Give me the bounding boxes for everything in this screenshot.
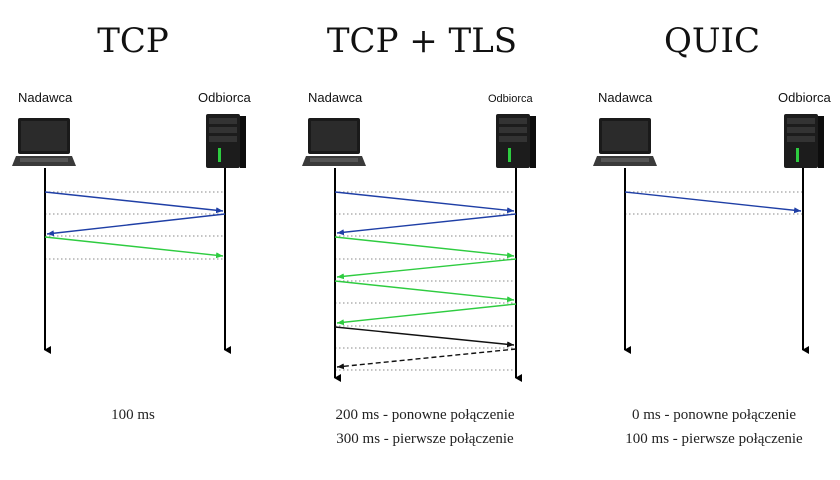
latency-caption: 300 ms - pierwsze połączenie xyxy=(336,431,514,447)
laptop-icon xyxy=(302,118,366,166)
latency-caption: 100 ms xyxy=(111,407,155,423)
server-tower-icon xyxy=(496,114,536,168)
message-arrow xyxy=(46,213,226,237)
sender-label: Nadawca xyxy=(308,90,363,105)
message-arrow xyxy=(624,191,802,214)
laptop-icon xyxy=(593,118,657,166)
panel-tcp: TCP Nadawca Odbiorca 10 xyxy=(12,21,252,423)
message-arrow xyxy=(44,236,224,259)
message-arrow xyxy=(334,191,515,214)
message-arrow xyxy=(44,191,224,214)
receiver-label: Odbiorca xyxy=(198,90,252,105)
message-arrow xyxy=(334,280,515,303)
latency-caption: 0 ms - ponowne połączenie xyxy=(632,407,796,423)
panel-title: TCP xyxy=(97,21,169,61)
latency-caption: 200 ms - ponowne połączenie xyxy=(335,407,514,423)
sender-label: Nadawca xyxy=(18,90,73,105)
message-arrow-dashed xyxy=(336,348,517,370)
laptop-icon xyxy=(12,118,76,166)
receiver-label: Odbiorca xyxy=(778,90,832,105)
message-arrow xyxy=(334,326,515,348)
receiver-label: Odbiorca xyxy=(488,93,534,105)
panel-tcp-tls: TCP + TLS Nadawca Odbiorca xyxy=(302,21,536,447)
latency-caption: 100 ms - pierwsze połączenie xyxy=(625,431,803,447)
server-tower-icon xyxy=(206,114,246,168)
message-arrow xyxy=(336,213,517,236)
panel-title: QUIC xyxy=(664,21,760,61)
message-arrow xyxy=(336,258,517,280)
message-arrow xyxy=(336,303,517,326)
message-arrow xyxy=(334,236,515,259)
server-tower-icon xyxy=(784,114,824,168)
panel-title: TCP + TLS xyxy=(327,21,517,61)
panel-quic: QUIC Nadawca Odbiorca 0 ms - ponowne poł… xyxy=(593,21,832,447)
sender-label: Nadawca xyxy=(598,90,653,105)
